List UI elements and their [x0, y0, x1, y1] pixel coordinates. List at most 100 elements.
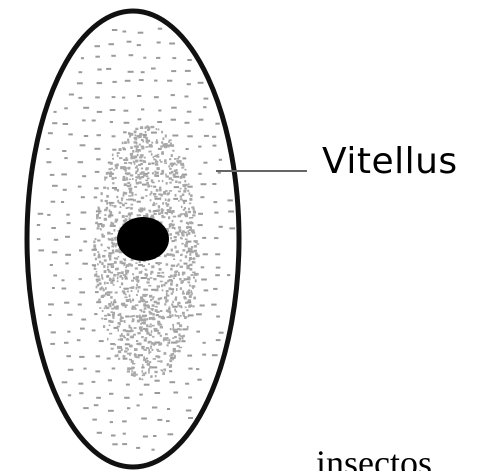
stipple-dot: [166, 176, 169, 178]
stipple-dot: [125, 215, 128, 217]
stipple-dot: [153, 358, 156, 360]
stipple-dot: [184, 188, 187, 190]
stipple-dot: [128, 195, 131, 197]
stipple-dot: [130, 207, 133, 209]
stipple-dot: [157, 361, 160, 363]
stipple-dot: [185, 255, 187, 258]
stipple-dot: [178, 200, 180, 202]
stipple-dot: [149, 366, 152, 369]
yolk-dot: [123, 433, 126, 435]
stipple-dot: [118, 256, 120, 258]
stipple-dot: [150, 351, 152, 353]
stipple-dot: [123, 291, 126, 294]
stipple-dot: [130, 300, 132, 303]
stipple-dot: [143, 208, 146, 210]
stipple-dot: [195, 253, 198, 256]
stipple-dot: [126, 199, 128, 201]
yolk-dot: [196, 313, 202, 315]
stipple-dot: [130, 336, 133, 338]
stipple-dot: [169, 287, 172, 290]
stipple-dot: [173, 350, 176, 353]
yolk-dot: [172, 240, 175, 242]
stipple-dot: [163, 276, 165, 278]
stipple-dot: [177, 345, 180, 347]
yolk-dot: [202, 354, 206, 356]
stipple-dot: [180, 255, 182, 257]
stipple-dot: [165, 174, 167, 176]
stipple-dot: [119, 276, 121, 278]
stipple-dot: [109, 175, 112, 177]
caption-text: insectos: [316, 440, 492, 471]
stipple-dot: [93, 244, 96, 247]
yolk-dot: [79, 249, 82, 251]
stipple-dot: [172, 301, 174, 303]
yolk-dot: [62, 279, 65, 281]
stipple-dot: [116, 196, 118, 198]
stipple-dot: [153, 278, 156, 280]
stipple-dot: [170, 268, 172, 271]
stipple-dot: [103, 265, 105, 268]
stipple-dot: [140, 296, 143, 299]
yolk-dot: [198, 146, 201, 148]
yolk-dot: [158, 148, 162, 150]
stipple-dot: [170, 275, 173, 278]
stipple-dot: [173, 275, 176, 277]
stipple-dot: [123, 215, 125, 218]
yolk-dot: [185, 122, 190, 124]
stipple-dot: [119, 157, 122, 159]
stipple-dot: [152, 304, 155, 307]
stipple-dot: [137, 168, 139, 170]
stipple-dot: [169, 168, 172, 170]
yolk-dot: [158, 110, 161, 112]
stipple-dot: [153, 156, 155, 158]
stipple-dot: [151, 126, 154, 128]
stipple-dot: [137, 174, 140, 176]
stipple-dot: [102, 310, 104, 312]
stipple-dot: [117, 155, 119, 157]
yolk-dot: [216, 316, 220, 318]
stipple-dot: [167, 363, 169, 365]
stipple-dot: [179, 324, 182, 327]
stipple-dot: [171, 249, 173, 252]
stipple-dot: [147, 129, 149, 131]
stipple-dot: [119, 272, 121, 274]
stipple-dot: [152, 182, 155, 184]
stipple-dot: [136, 177, 139, 179]
yolk-dot: [84, 135, 88, 137]
stipple-dot: [135, 194, 137, 196]
yolk-dot: [122, 97, 125, 99]
stipple-dot: [125, 218, 128, 220]
yolk-dot: [173, 198, 178, 200]
stipple-dot: [119, 286, 121, 288]
stipple-dot: [120, 261, 123, 264]
stipple-dot: [128, 212, 131, 214]
yolk-dot: [62, 150, 66, 152]
stipple-dot: [113, 284, 115, 286]
stipple-dot: [135, 179, 137, 182]
stipple-dot: [172, 337, 174, 339]
stipple-dot: [157, 356, 160, 358]
yolk-dot: [37, 238, 41, 240]
stipple-dot: [180, 260, 182, 262]
yolk-dot: [79, 278, 82, 280]
yolk-dot: [64, 342, 69, 344]
stipple-dot: [185, 302, 188, 304]
yolk-dot: [77, 339, 81, 341]
stipple-dot: [187, 190, 189, 192]
stipple-dot: [109, 278, 111, 280]
yolk-dot: [156, 57, 160, 59]
yolk-dot: [188, 397, 192, 399]
stipple-dot: [159, 268, 162, 271]
stipple-dot: [122, 178, 125, 181]
yolk-dot: [123, 31, 127, 33]
stipple-dot: [145, 146, 148, 148]
stipple-dot: [131, 204, 134, 206]
stipple-dot: [101, 274, 103, 277]
stipple-dot: [192, 261, 194, 263]
yolk-dot: [65, 254, 71, 256]
yolk-dot: [214, 201, 218, 203]
stipple-dot: [114, 189, 117, 191]
stipple-dot: [178, 215, 181, 218]
stipple-dot: [123, 204, 125, 207]
yolk-dot: [67, 314, 72, 316]
